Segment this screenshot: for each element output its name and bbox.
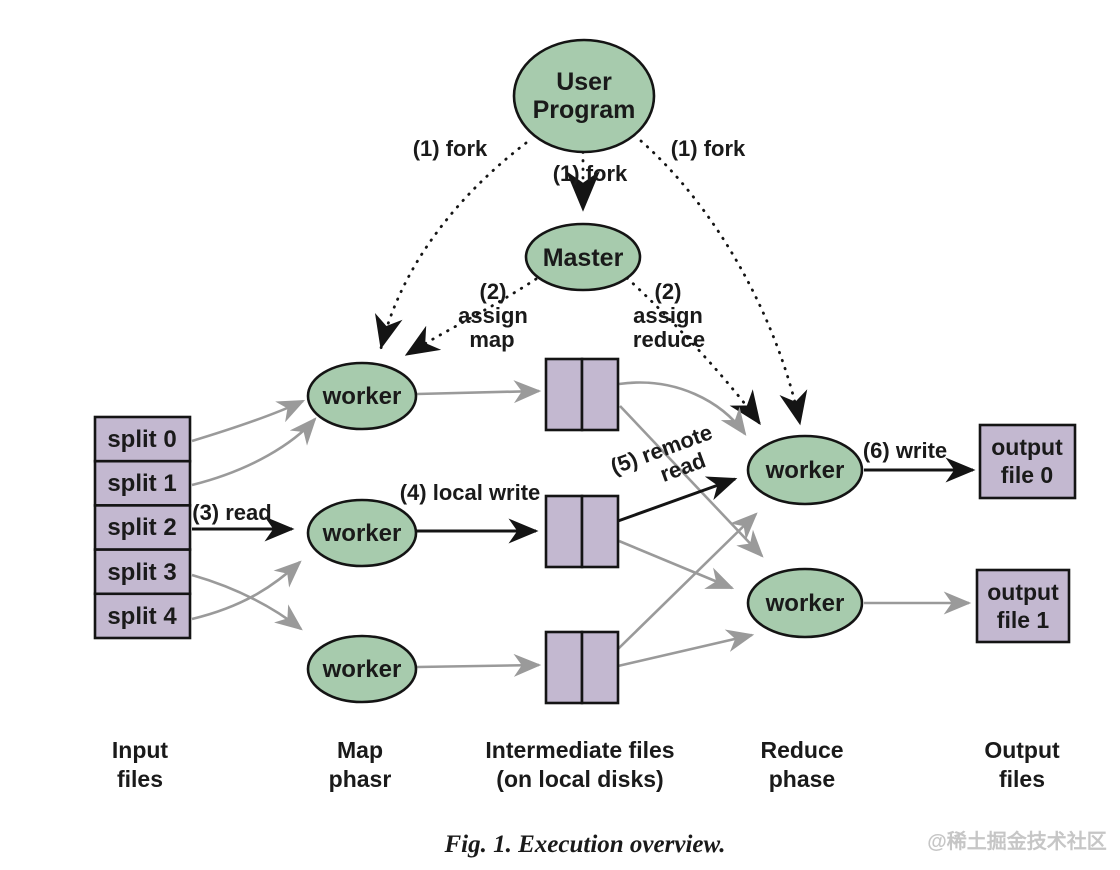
output-file-1-line1: output <box>987 579 1059 605</box>
split-2-label: split 2 <box>107 514 176 541</box>
local-write-label: (4) local write <box>400 480 541 505</box>
edge-split1-to-worker1 <box>191 417 317 487</box>
edge-assign-map <box>404 277 538 357</box>
read-label: (3) read <box>192 500 271 525</box>
map-worker-3-node <box>306 634 418 704</box>
edge-split3-to-worker3 <box>191 573 303 631</box>
split-0-label: split 0 <box>107 426 176 453</box>
split-3-label: split 3 <box>107 559 176 586</box>
map-worker-2-label: worker <box>322 520 402 547</box>
edge-fork-to-reduce-worker-1 <box>639 139 808 426</box>
reduce-phase-line2: phase <box>769 766 835 792</box>
reduce-phase-line1: Reduce <box>760 737 843 763</box>
map-phase-line2: phasr <box>329 766 392 792</box>
intermediate3-cell-right <box>580 630 620 705</box>
map-worker-2-node <box>306 498 418 568</box>
output-file-0-box <box>978 423 1077 500</box>
user-program-line1: User <box>556 68 612 96</box>
output-files: output file 0 output file 1 <box>975 423 1077 644</box>
output-file-1-box <box>975 568 1071 644</box>
watermark-text: @稀土掘金技术社区 <box>927 829 1107 853</box>
intermediate-files-line2: (on local disks) <box>496 766 663 792</box>
output-files-line2: files <box>999 766 1045 792</box>
output-file-0-line1: output <box>991 434 1063 460</box>
intermediate-files-line1: Intermediate files <box>485 737 674 763</box>
map-worker-1-node <box>306 361 418 431</box>
split-4-box <box>93 592 192 640</box>
split-3-box <box>93 548 192 596</box>
assign-map-line3: map <box>469 327 514 352</box>
intermediate1-cell-right <box>580 357 620 432</box>
map-worker-3-label: worker <box>322 656 402 683</box>
assign-reduce-line3: reduce <box>633 327 705 352</box>
master-label: Master <box>543 244 624 272</box>
fork-center-label: (1) fork <box>553 161 628 186</box>
input-split-stack: split 0 split 1 split 2 split 3 split 4 <box>93 415 192 640</box>
reduce-worker-2-label: worker <box>765 590 845 617</box>
reduce-worker-1-node <box>746 434 864 506</box>
intermediate2-cell-left <box>544 494 584 569</box>
input-files-line2: files <box>117 766 163 792</box>
assign-reduce-label: (2) assign reduce <box>633 279 705 352</box>
input-files-line1: Input <box>112 737 169 763</box>
edge-worker1-to-intermediate1 <box>416 380 542 404</box>
column-labels: Input files Map phasr Intermediate files… <box>112 737 1060 792</box>
edge-fork-to-map-worker-1 <box>374 141 528 350</box>
assign-map-line1: (2) <box>480 279 507 304</box>
assign-map-line2: assign <box>458 303 528 328</box>
split-1-box <box>93 459 192 507</box>
fork-left-label: (1) fork <box>413 136 488 161</box>
edge-intermediate2-to-reduce2 <box>618 539 735 590</box>
assign-reduce-line1: (2) <box>655 279 682 304</box>
edge-intermediate3-to-reduce2 <box>617 629 755 668</box>
edge-assign-reduce <box>625 276 762 426</box>
user-program-node <box>512 38 656 154</box>
write-label: (6) write <box>863 438 947 463</box>
edge-intermediate2-remote-read <box>617 476 738 523</box>
intermediate1-cell-left <box>544 357 584 432</box>
edge-split4-to-worker2 <box>191 560 302 621</box>
map-worker-1-label: worker <box>322 383 402 410</box>
intermediate2-cell-right <box>580 494 620 569</box>
edge-intermediate3-to-reduce1 <box>617 512 758 650</box>
split-1-label: split 1 <box>107 470 176 497</box>
edge-intermediate1-to-reduce1 <box>618 381 747 436</box>
intermediate-files <box>544 357 620 705</box>
intermediate3-cell-left <box>544 630 584 705</box>
edge-split0-to-worker1 <box>191 399 306 443</box>
user-program-line2: Program <box>533 96 636 124</box>
output-file-0-line2: file 0 <box>1001 462 1053 488</box>
master-node <box>524 222 642 292</box>
reduce-worker-2-node <box>746 567 864 639</box>
output-files-line1: Output <box>984 737 1060 763</box>
split-4-label: split 4 <box>107 603 177 630</box>
reduce-worker-1-label: worker <box>765 457 845 484</box>
map-phase-line1: Map <box>337 737 383 763</box>
assign-reduce-line2: assign <box>633 303 703 328</box>
figure-caption: Fig. 1. Execution overview. <box>444 831 726 858</box>
edge-worker3-to-intermediate3 <box>416 653 542 677</box>
assign-map-label: (2) assign map <box>458 279 528 352</box>
output-file-1-line2: file 1 <box>997 607 1050 633</box>
fork-right-label: (1) fork <box>671 136 746 161</box>
